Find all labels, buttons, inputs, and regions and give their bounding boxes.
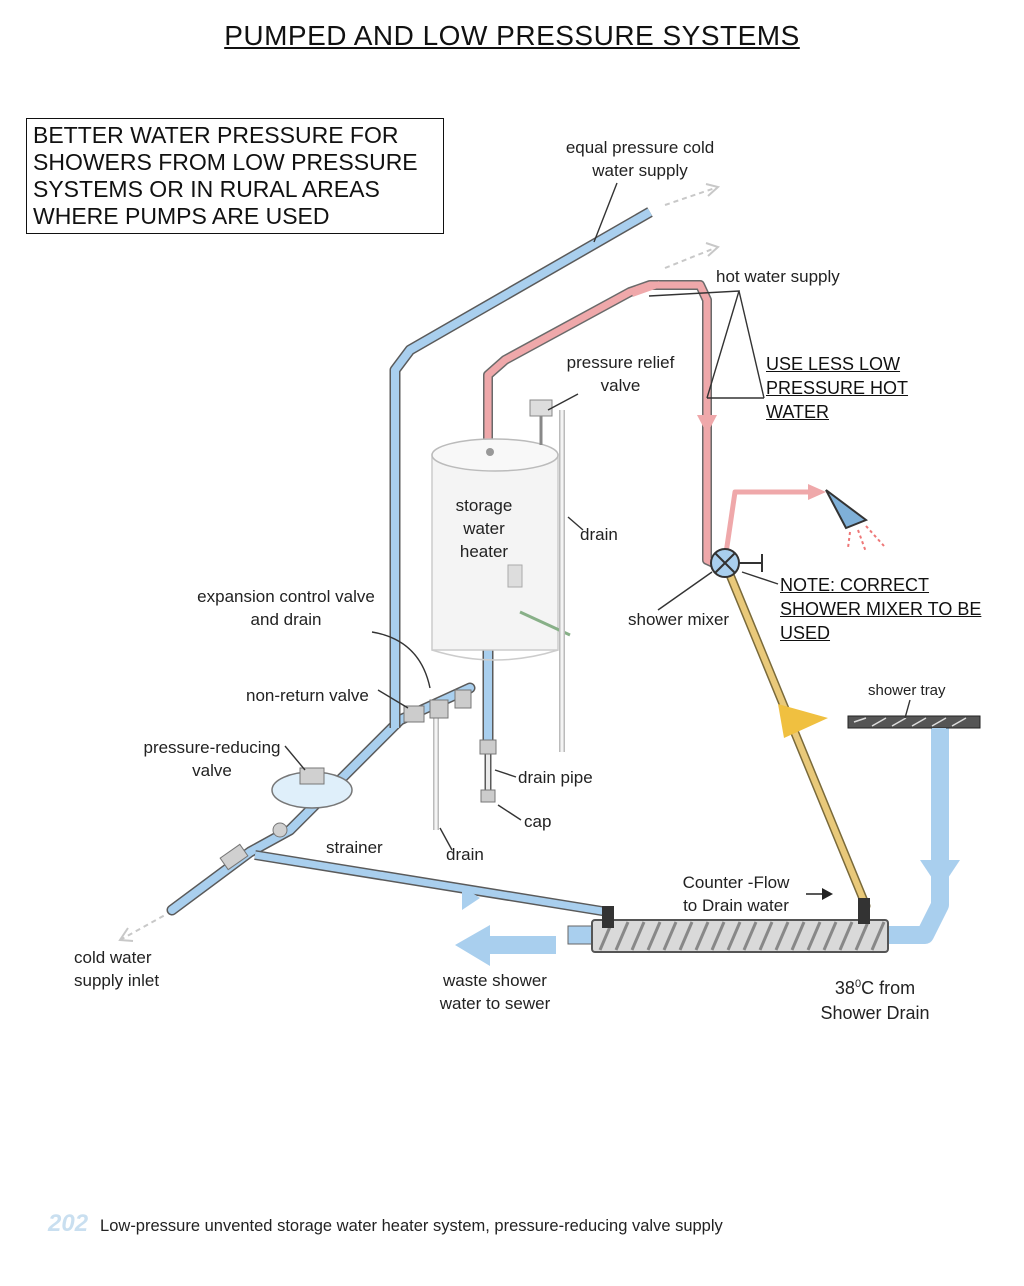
expansion-valve-label: expansion control valve and drain xyxy=(197,587,375,629)
intro-line: SHOWERS FROM LOW PRESSURE xyxy=(33,149,418,175)
hot-down-arrow xyxy=(697,415,717,434)
cap-label: cap xyxy=(524,812,552,831)
caption-text: Low-pressure unvented storage water heat… xyxy=(100,1217,723,1235)
cold-supply-label: equal pressure cold water supply xyxy=(565,138,715,180)
shower-supply-arrow xyxy=(808,484,826,500)
intro-line: BETTER WATER PRESSURE FOR xyxy=(33,122,399,148)
storage-heater-label: storage water heater xyxy=(455,496,513,561)
shower-mixer-label: shower mixer xyxy=(628,610,730,629)
strainer xyxy=(219,843,249,871)
intro-line: SYSTEMS OR IN RURAL AREAS xyxy=(33,176,380,202)
drain-lower-label: drain xyxy=(446,845,484,864)
page-title: PUMPED AND LOW PRESSURE SYSTEMS xyxy=(224,20,800,51)
counter-flow-pointer xyxy=(822,888,833,900)
strainer-label: strainer xyxy=(326,838,383,857)
drain-upper-label: drain xyxy=(580,525,618,544)
pressure-reducing-label: pressure-reducing valve xyxy=(143,738,281,780)
counter-flow-label: Counter -Flow to Drain water xyxy=(682,873,790,915)
shower-mixer-valve xyxy=(710,548,763,578)
figure-caption: 202 Low-pressure unvented storage water h… xyxy=(48,1210,723,1238)
cold-inlet-label: cold water supply inlet xyxy=(74,948,160,990)
shower-tray-label: shower tray xyxy=(868,682,946,699)
waste-water-label: waste shower water to sewer xyxy=(439,971,551,1013)
pressure-relief-label: pressure relief valve xyxy=(566,353,675,395)
storage-water-heater xyxy=(431,438,571,661)
non-return-valve-label: non-return valve xyxy=(246,686,369,705)
shower-tray xyxy=(847,715,981,740)
drain-pipe-label: drain pipe xyxy=(518,768,593,787)
intro-box: BETTER WATER PRESSURE FOR SHOWERS FROM L… xyxy=(26,118,444,234)
exchanger-feed-arrow xyxy=(462,886,480,910)
pressure-relief-valve xyxy=(529,399,553,445)
drain-down-arrow xyxy=(920,860,960,890)
supply-outlet-arrows xyxy=(118,183,721,942)
leader-lines xyxy=(284,182,911,851)
shower-head xyxy=(825,489,885,553)
shower-head-pipe xyxy=(722,489,820,561)
use-less-note: USE LESS LOW PRESSURE HOT WATER xyxy=(766,354,909,422)
intro-line: WHERE PUMPS ARE USED xyxy=(33,203,330,229)
page-number: 202 xyxy=(48,1210,89,1237)
drain-temperature-label: 380C from Shower Drain xyxy=(820,978,930,1023)
pressure-reducing-valve xyxy=(271,767,353,838)
waste-flow-arrow xyxy=(455,925,556,966)
hot-supply-label: hot water supply xyxy=(716,267,840,286)
heat-exchanger xyxy=(567,898,889,953)
correct-mixer-note: NOTE: CORRECT SHOWER MIXER TO BE USED xyxy=(780,575,982,643)
valve-cluster xyxy=(403,689,497,803)
preheated-up-arrow xyxy=(778,704,828,738)
shower-drain-pipe xyxy=(880,728,949,944)
